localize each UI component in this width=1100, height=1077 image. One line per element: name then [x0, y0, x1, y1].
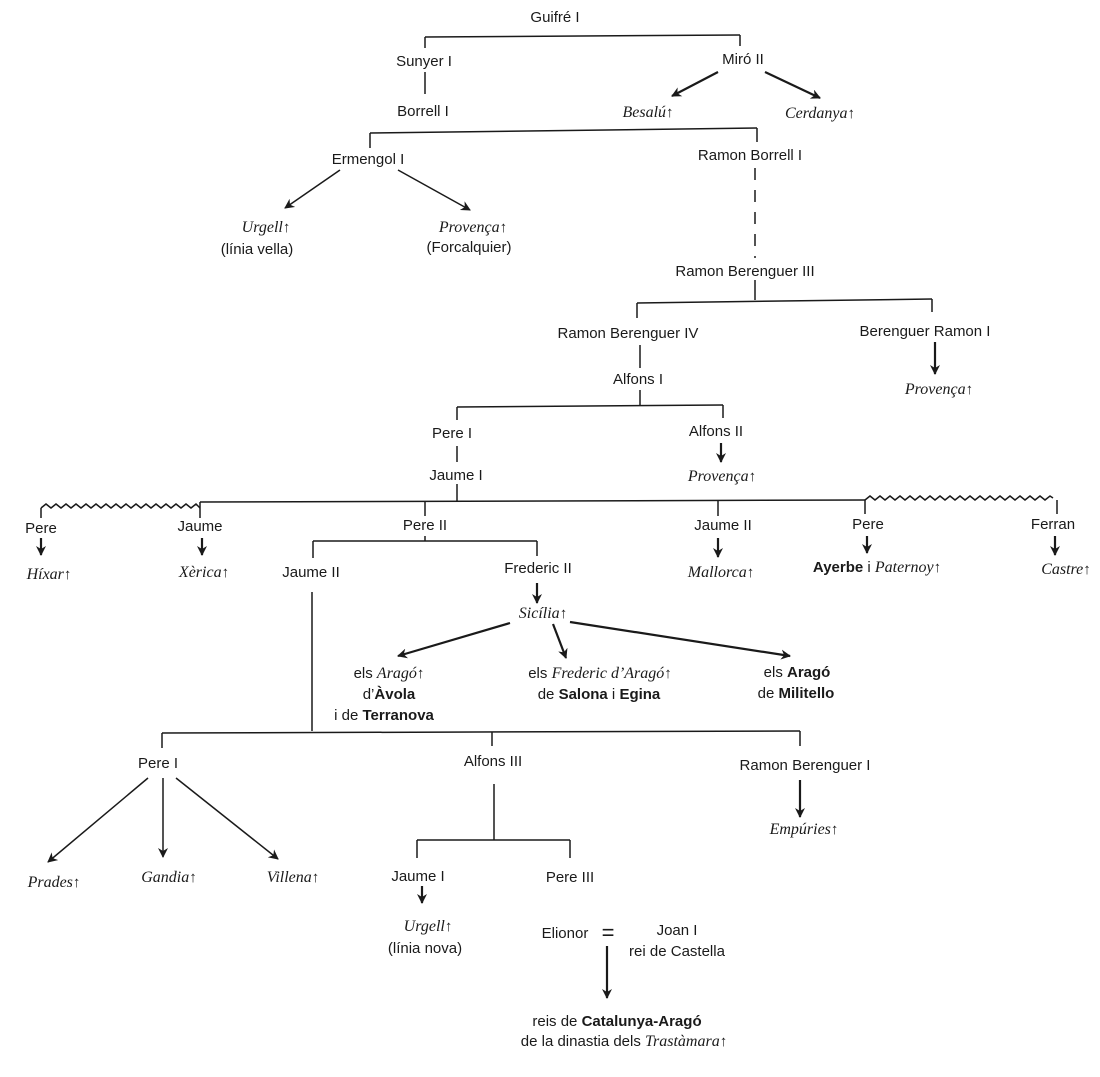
house-urgell-old: Urgell↑: [214, 219, 311, 236]
node-jaume-ii-king: Jaume II: [282, 564, 340, 581]
connector-lines: [36, 34, 1060, 999]
node-pere-i-king: Pere I: [432, 425, 472, 442]
house-militello: de Militello: [730, 685, 855, 702]
node-ramon-borrell-i: Ramon Borrell I: [698, 147, 802, 164]
node-alfons-iii: Alfons III: [464, 753, 522, 770]
house-provenca-br: Provença↑: [877, 381, 993, 398]
node-pere-ii: Pere II: [403, 517, 447, 534]
house-labels: Besalú↑ Cerdanya↑ Urgell↑ Provença↑ Prov…: [0, 104, 1100, 1050]
house-cerdanya: Cerdanya↑: [757, 105, 875, 122]
node-linia-nova: (línia nova): [388, 940, 462, 957]
house-trastamara: de la dinastia dels Trastàmara↑: [493, 1033, 747, 1050]
node-linia-vella: (línia vella): [221, 241, 294, 258]
house-besalu: Besalú↑: [594, 104, 693, 121]
node-pere-i-prades: Pere I: [138, 755, 178, 772]
house-terranova: i de Terranova: [306, 707, 454, 724]
node-ferran: Ferran: [1031, 516, 1075, 533]
house-catalunya-arago: reis de Catalunya-Aragó: [504, 1013, 721, 1030]
node-ramon-berenguer-i-emp: Ramon Berenguer I: [740, 757, 871, 774]
house-villena: Villena↑: [239, 869, 340, 886]
node-alfons-i: Alfons I: [613, 371, 663, 388]
node-alfons-ii: Alfons II: [689, 423, 743, 440]
node-berenguer-ramon-i: Berenguer Ramon I: [860, 323, 991, 340]
node-sunyer-i: Sunyer I: [396, 53, 452, 70]
node-jaume-i-king: Jaume I: [429, 467, 482, 484]
house-mallorca: Mallorca↑: [660, 564, 774, 581]
node-miro-ii: Miró II: [722, 51, 764, 68]
house-arago-militello: els Aragó: [736, 664, 851, 681]
house-xerica: Xèrica↑: [151, 564, 249, 581]
node-jaume-xerica: Jaume: [177, 518, 222, 535]
node-ramon-berenguer-iv: Ramon Berenguer IV: [558, 325, 699, 342]
house-castre: Castre↑: [1013, 561, 1100, 578]
house-urgell-new: Urgell↑: [376, 918, 473, 935]
house-gandia: Gandia↑: [113, 869, 217, 886]
house-salona-egina: de Salona i Egina: [510, 686, 681, 703]
marriage-sign: =: [602, 920, 615, 945]
node-jaume-i-urgell: Jaume I: [391, 868, 444, 885]
house-frederic-arago: els Frederic d’Aragó↑: [500, 665, 692, 682]
node-pere-ayerbe: Pere: [852, 516, 884, 533]
node-pere-hixar: Pere: [25, 520, 57, 537]
node-borrell-i: Borrell I: [397, 103, 449, 120]
house-empuries: Empúries↑: [742, 821, 859, 838]
node-forcalquier: (Forcalquier): [426, 239, 511, 256]
node-joan-i: Joan I: [657, 922, 698, 939]
node-jaume-ii-mallorca: Jaume II: [694, 517, 752, 534]
node-elionor: Elionor: [542, 925, 589, 942]
house-hixar: Híxar↑: [0, 566, 91, 583]
node-ramon-berenguer-iii: Ramon Berenguer III: [675, 263, 814, 280]
node-frederic-ii: Frederic II: [504, 560, 572, 577]
node-guifre-i: Guifré I: [530, 9, 579, 26]
person-labels: Guifré I Sunyer I Miró II Borrell I Erme…: [25, 9, 1075, 960]
house-avola: d’Àvola: [335, 686, 436, 703]
house-prades: Prades↑: [0, 874, 100, 891]
node-ermengol-i: Ermengol I: [332, 151, 405, 168]
house-sicilia: Sicília↑: [491, 605, 587, 622]
node-pere-iii: Pere III: [546, 869, 594, 886]
house-ayerbe-paternoy: Ayerbe i Paternoy↑: [785, 559, 961, 576]
house-provenca-alfons: Provença↑: [660, 468, 776, 485]
house-arago-avola: els Aragó↑: [326, 665, 445, 682]
house-provenca-forcalquier: Provença↑: [411, 219, 527, 236]
node-rei-castella: rei de Castella: [629, 943, 726, 960]
